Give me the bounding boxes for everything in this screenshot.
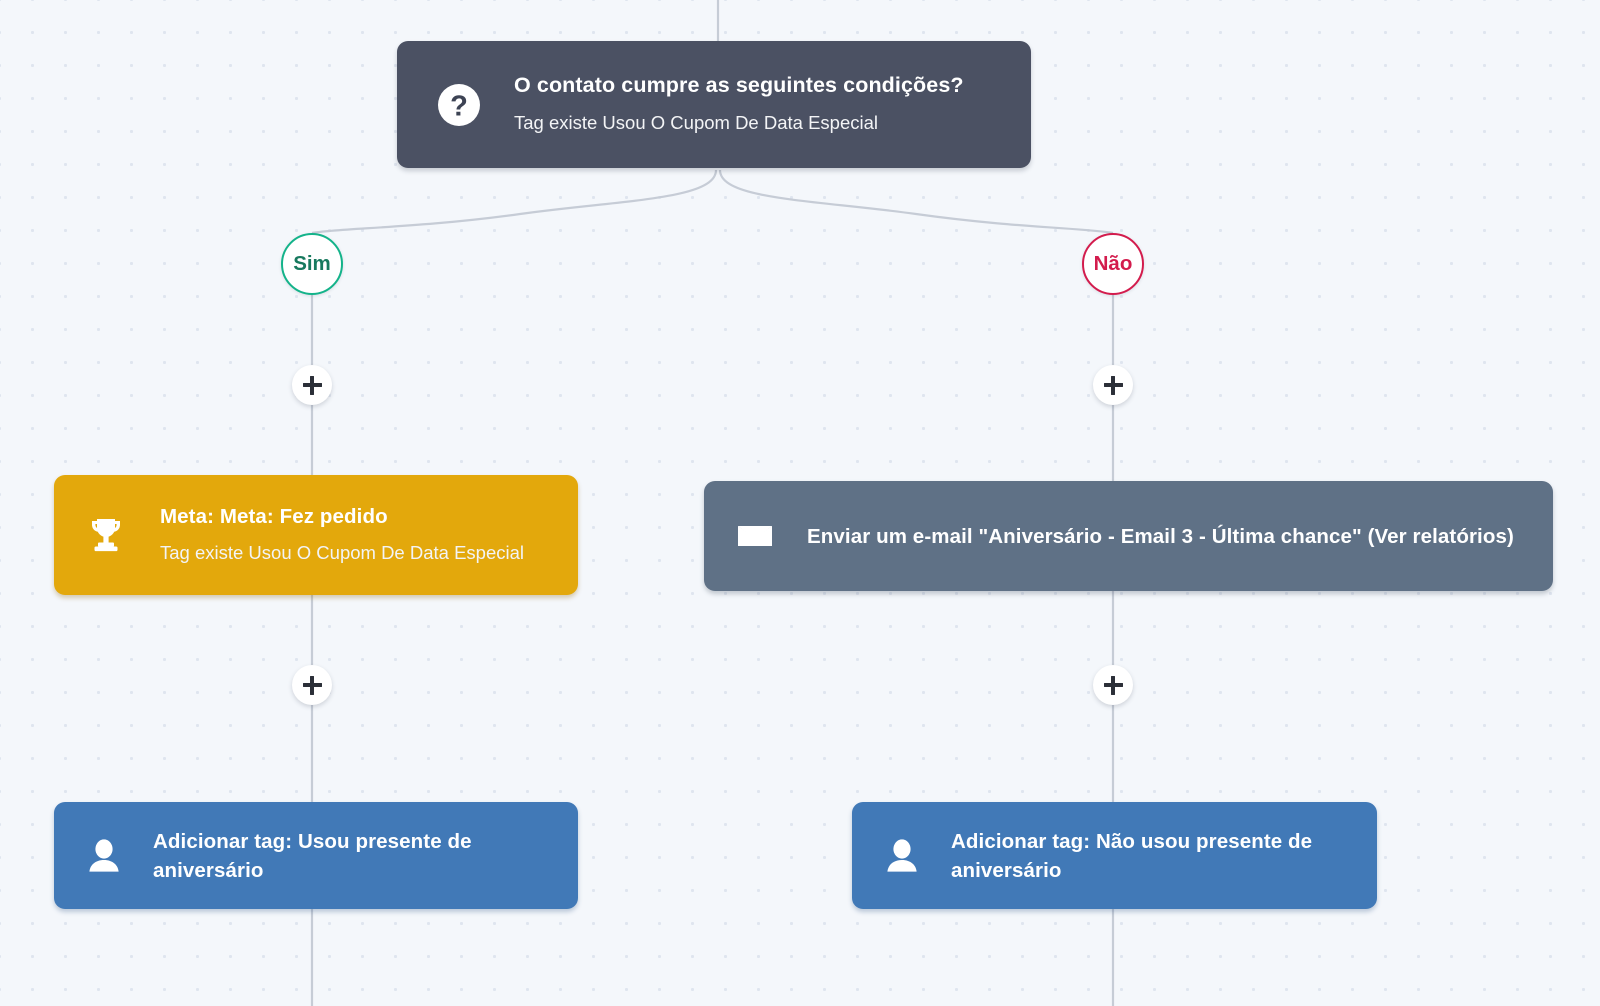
branch-label-no[interactable]: Não — [1082, 233, 1144, 295]
branch-label-yes-text: Sim — [293, 252, 331, 275]
add-step-no-2-button[interactable] — [1093, 665, 1133, 705]
person-icon — [76, 837, 132, 875]
goal-node-subtitle: Tag existe Usou O Cupom De Data Especial — [160, 541, 525, 563]
plus-icon — [1103, 675, 1123, 695]
branch-label-no-text: Não — [1093, 252, 1133, 275]
email-node[interactable]: Enviar um e-mail "Aniversário - Email 3 … — [704, 481, 1553, 591]
branch-label-yes[interactable]: Sim — [281, 233, 343, 295]
add-tag-node-right-title: Adicionar tag: Não usou presente de aniv… — [951, 829, 1313, 882]
edge-condition-to-no — [718, 169, 1114, 235]
edge-condition-to-yes — [311, 169, 718, 235]
plus-icon — [302, 675, 322, 695]
email-node-title: Enviar um e-mail "Aniversário - Email 3 … — [807, 524, 1514, 548]
add-step-yes-2-button[interactable] — [292, 665, 332, 705]
person-icon — [874, 837, 930, 875]
goal-node-body: Meta: Meta: Fez pedido Tag existe Usou O… — [136, 504, 562, 567]
add-step-no-1-button[interactable] — [1093, 365, 1133, 405]
svg-text:?: ? — [450, 90, 468, 122]
condition-node-subtitle: Tag existe Usou O Cupom De Data Especial — [514, 112, 879, 133]
plus-icon — [302, 375, 322, 395]
condition-node-title: O contato cumpre as seguintes condições? — [514, 73, 964, 97]
add-tag-node-left-body: Adicionar tag: Usou presente de aniversá… — [132, 827, 562, 885]
add-step-yes-1-button[interactable] — [292, 365, 332, 405]
plus-icon — [1103, 375, 1123, 395]
question-mark-circle-icon: ? — [431, 83, 487, 127]
email-node-body: Enviar um e-mail "Aniversário - Email 3 … — [784, 522, 1535, 551]
goal-node-title: Meta: Meta: Fez pedido — [160, 504, 388, 528]
envelope-icon — [726, 516, 784, 556]
add-tag-node-right-body: Adicionar tag: Não usou presente de aniv… — [930, 827, 1361, 885]
add-tag-node-left[interactable]: Adicionar tag: Usou presente de aniversá… — [54, 802, 578, 909]
condition-node[interactable]: ? O contato cumpre as seguintes condiçõe… — [397, 41, 1031, 168]
add-tag-node-right[interactable]: Adicionar tag: Não usou presente de aniv… — [852, 802, 1377, 909]
add-tag-node-left-title: Adicionar tag: Usou presente de aniversá… — [153, 829, 472, 882]
goal-node[interactable]: Meta: Meta: Fez pedido Tag existe Usou O… — [54, 475, 578, 595]
condition-node-body: O contato cumpre as seguintes condições?… — [487, 72, 1013, 137]
trophy-icon — [76, 515, 136, 555]
